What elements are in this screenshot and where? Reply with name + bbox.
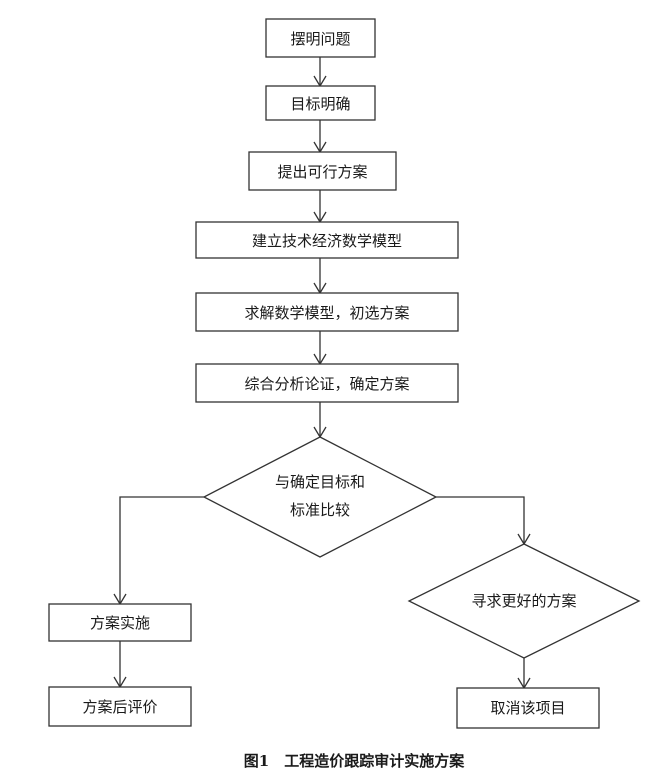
node-n6-label: 综合分析论证，确定方案	[244, 375, 409, 393]
node-n2: 目标明确	[265, 85, 376, 121]
node-n4-box	[195, 221, 459, 259]
node-n1: 摆明问题	[265, 18, 376, 58]
node-eval-box	[48, 686, 192, 727]
node-n5-box	[195, 292, 459, 332]
node-n6-box	[195, 363, 459, 403]
node-n3-box	[248, 151, 397, 191]
decision1-label-line1: 与确定目标和	[275, 473, 365, 491]
node-n4-label: 建立技术经济数学模型	[252, 232, 402, 250]
decision2: 寻求更好的方案	[407, 543, 641, 659]
figure-caption: 图1 工程造价跟踪审计实施方案	[244, 752, 465, 770]
node-n6: 综合分析论证，确定方案	[195, 363, 459, 403]
edge-decision1-impl	[119, 496, 204, 604]
node-n1-box	[265, 18, 376, 58]
node-n1-label: 摆明问题	[290, 30, 350, 48]
node-n3-label: 提出可行方案	[277, 163, 367, 181]
node-n3: 提出可行方案	[248, 151, 397, 191]
node-cancel-label: 取消该项目	[490, 699, 565, 717]
decision1-diamond	[202, 436, 438, 558]
node-impl-label: 方案实施	[90, 614, 150, 632]
edge-decision1-decision2	[436, 496, 525, 544]
decision1: 与确定目标和 标准比较	[202, 436, 438, 558]
node-cancel-box	[456, 687, 600, 729]
node-eval: 方案后评价	[48, 686, 192, 727]
node-n2-label: 目标明确	[290, 95, 350, 113]
node-cancel: 取消该项目	[456, 687, 600, 729]
node-impl: 方案实施	[48, 603, 192, 642]
node-n4: 建立技术经济数学模型	[195, 221, 459, 259]
decision2-label: 寻求更好的方案	[471, 592, 576, 610]
node-n2-box	[265, 85, 376, 121]
node-eval-label: 方案后评价	[82, 698, 157, 716]
node-impl-box	[48, 603, 192, 642]
node-n5-label: 求解数学模型，初选方案	[244, 304, 409, 322]
decision2-diamond	[407, 543, 641, 659]
decision1-label-line2: 标准比较	[290, 501, 350, 519]
node-n5: 求解数学模型，初选方案	[195, 292, 459, 332]
